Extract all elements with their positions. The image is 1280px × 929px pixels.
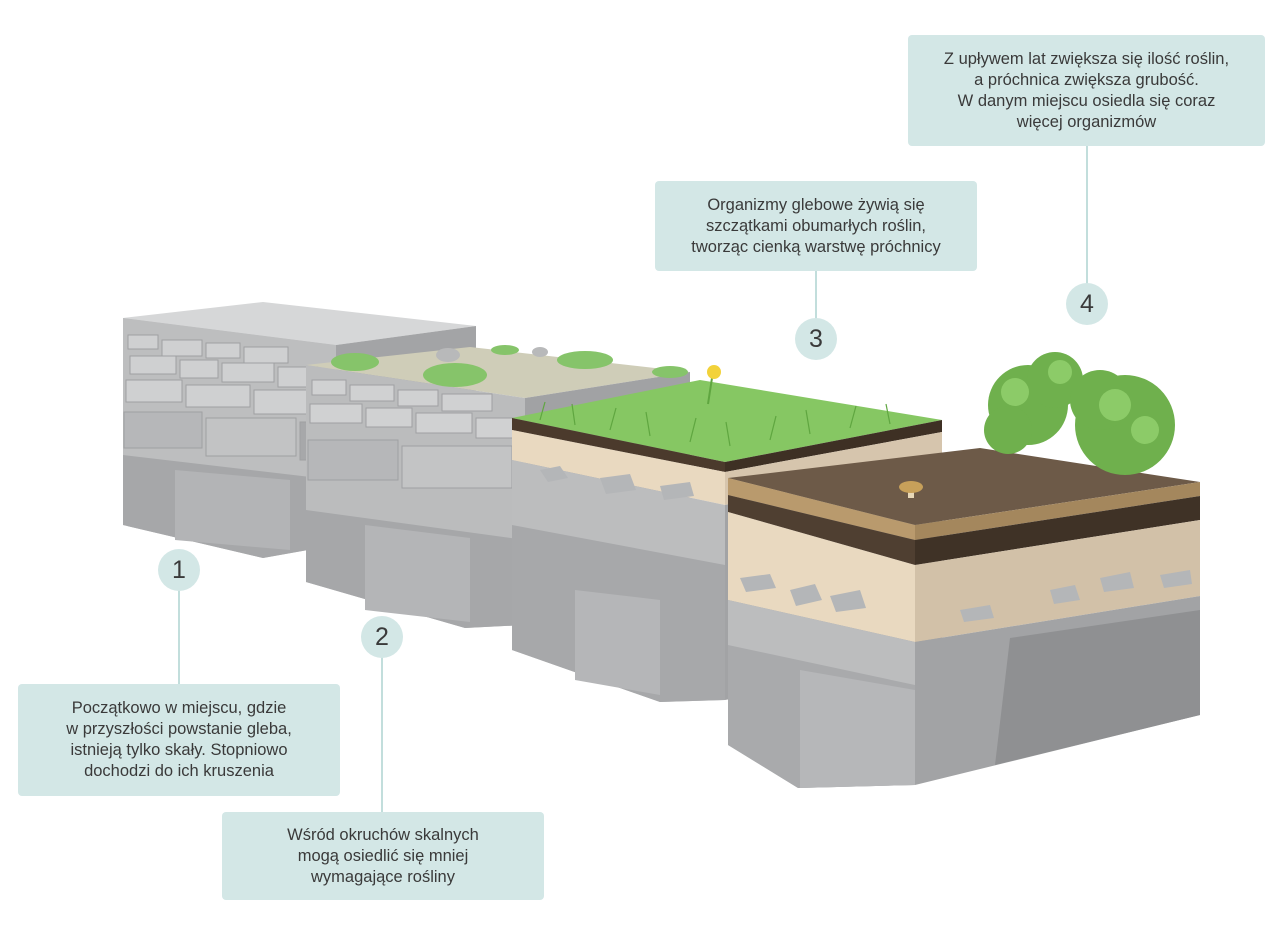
- step-2-line: mogą osiedlić się mniej: [297, 846, 469, 865]
- step-2-line: wymagające rośliny: [311, 867, 455, 886]
- step-4-callout: Z upływem lat zwiększa się ilość roślin,…: [908, 35, 1265, 146]
- step-1-line: Początkowo w miejscu, gdzie: [71, 699, 287, 717]
- block-4-mature-soil: [728, 352, 1200, 788]
- step-2-line: Wśród okruchów skalnych: [287, 825, 479, 844]
- step-3-line: Organizmy glebowe żywią się: [707, 195, 925, 214]
- step-4-line: więcej organizmów: [1016, 112, 1157, 131]
- block-3-thin-humus: [512, 365, 942, 702]
- leader-line-3: [815, 270, 817, 320]
- leader-line-1: [178, 590, 180, 685]
- step-3-callout: Organizmy glebowe żywią się szczątkami o…: [655, 181, 977, 271]
- step-1-line: istnieją tylko skały. Stopniowo: [70, 741, 288, 759]
- step-1-badge: 1: [158, 549, 200, 591]
- step-3-line: tworząc cienką warstwę próchnicy: [691, 237, 941, 256]
- leader-line-2: [381, 657, 383, 813]
- step-4-line: Z upływem lat zwiększa się ilość roślin,: [943, 49, 1230, 68]
- step-4-line: a próchnica zwiększa grubość.: [974, 70, 1199, 89]
- step-3-line: szczątkami obumarłych roślin,: [705, 216, 927, 235]
- step-2-callout: Wśród okruchów skalnych mogą osiedlić si…: [222, 812, 544, 900]
- step-3-badge: 3: [795, 318, 837, 360]
- step-2-badge: 2: [361, 616, 403, 658]
- step-1-callout: Początkowo w miejscu, gdzie w przyszłośc…: [18, 684, 340, 796]
- step-4-line: W danym miejscu osiedla się coraz: [957, 91, 1216, 110]
- leader-line-4: [1086, 146, 1088, 284]
- step-1-line: w przyszłości powstanie gleba,: [66, 720, 292, 738]
- step-1-line: dochodzi do ich kruszenia: [84, 762, 274, 780]
- step-4-badge: 4: [1066, 283, 1108, 325]
